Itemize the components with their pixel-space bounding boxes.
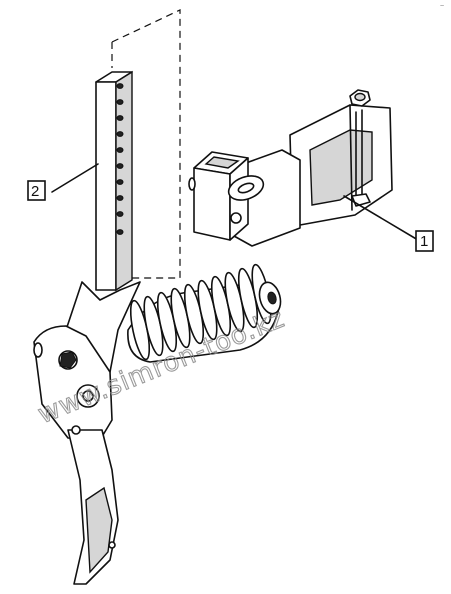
eye-bolt-icon [227, 175, 265, 224]
coil-spring [127, 263, 282, 363]
dashed-guide-line [111, 9, 181, 279]
corner-mark: ~ [440, 3, 444, 10]
leader-line-2 [51, 163, 99, 193]
shank-bar-part-2 [95, 70, 133, 292]
leader-line-1 [343, 195, 419, 241]
callout-2: 2 [27, 180, 46, 201]
tine-arm [33, 281, 141, 585]
callout-1: 1 [415, 230, 434, 252]
top-nut-icon [349, 89, 371, 107]
clamp-bracket-part-1 [188, 89, 393, 247]
callout-1-label: 1 [420, 233, 428, 250]
callout-2-label: 2 [31, 183, 39, 200]
shank-holes [116, 83, 124, 235]
